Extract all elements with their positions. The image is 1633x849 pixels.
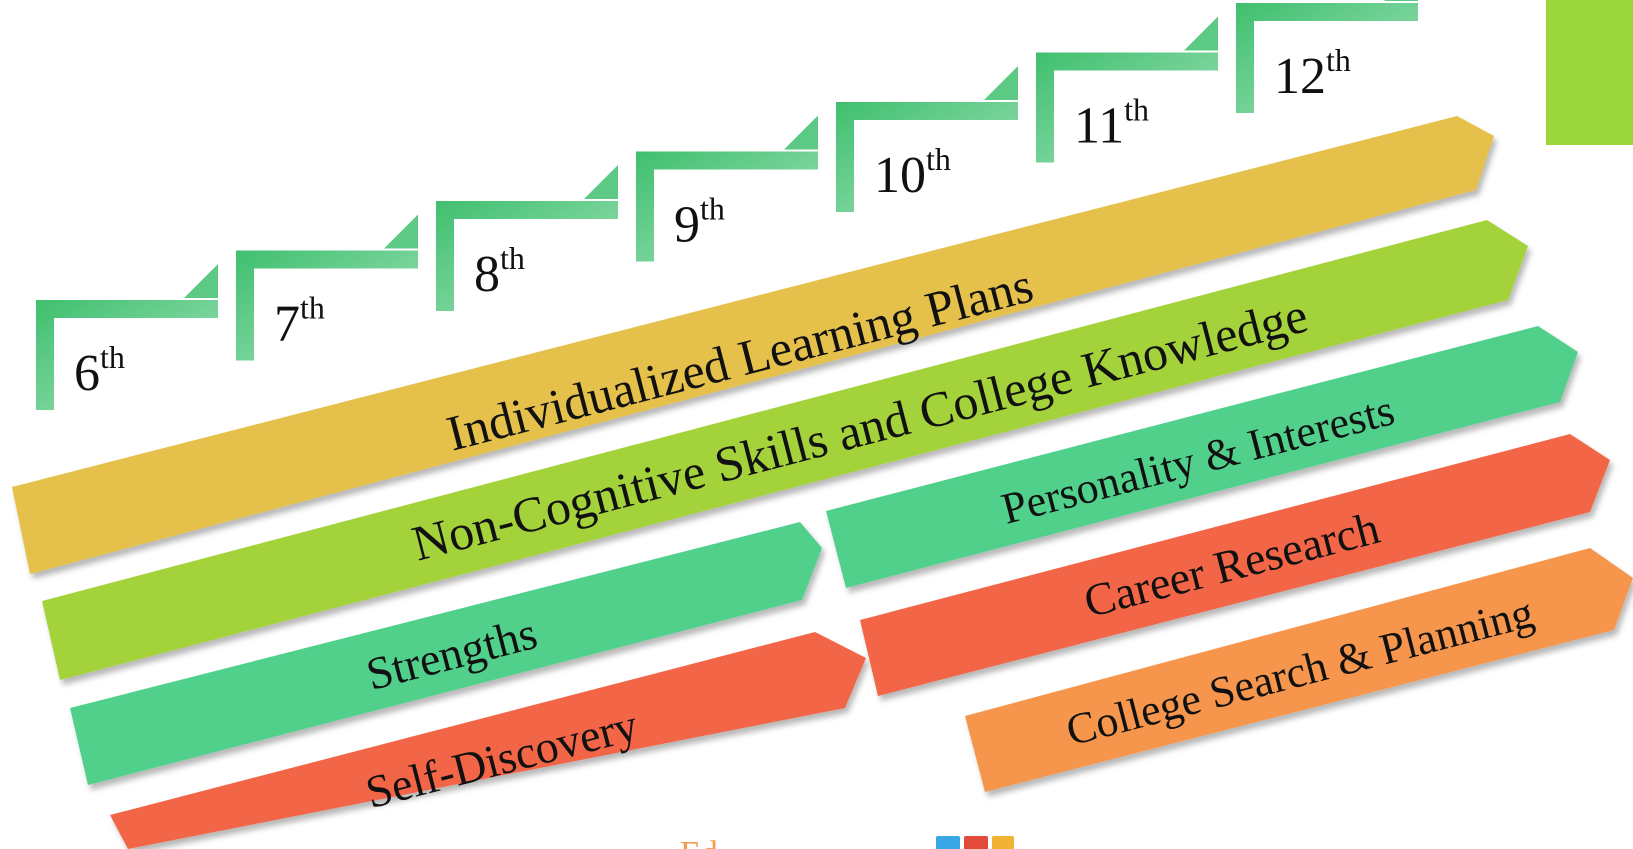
step-bracket (236, 250, 418, 361)
step-arrow-tip (1384, 0, 1418, 1)
twitter-icon[interactable] (936, 836, 960, 849)
step-bracket (436, 201, 618, 311)
grade-label: 11th (1074, 92, 1149, 155)
step-arrow-tip (584, 165, 618, 199)
step-bracket (36, 300, 218, 410)
footer-branding: Ed (680, 835, 1014, 849)
step-bracket (636, 151, 818, 262)
grade-label: 12th (1274, 42, 1351, 105)
grade-step-12: 12th (1236, 0, 1418, 113)
grade-step-6: 6th (36, 264, 218, 410)
step-arrow-tip (1184, 16, 1218, 51)
grade-step-10: 10th (836, 66, 1018, 212)
step-arrow-tip (784, 115, 818, 150)
grade-label: 8th (474, 240, 525, 303)
grade-label: 7th (274, 290, 325, 353)
grade-step-7: 7th (236, 214, 418, 361)
step-arrow-tip (184, 264, 218, 298)
step-arrow-tip (984, 66, 1018, 100)
phase-bands: Individualized Learning Plans Non-Cognit… (12, 116, 1633, 849)
grade-step-9: 9th (636, 115, 818, 262)
step-bracket (1236, 3, 1418, 113)
grade-step-11: 11th (1036, 16, 1218, 163)
step-bracket (836, 102, 1018, 212)
pencil-icon[interactable] (992, 836, 1014, 849)
grade-steps: 6th 7th 8th 9th 10th 11th 12th (36, 0, 1418, 410)
grade-label: 10th (874, 141, 951, 204)
footer-text: Ed (680, 835, 718, 849)
corner-accent-block (1546, 0, 1633, 145)
step-arrow-tip (384, 214, 418, 249)
grade-label: 6th (74, 339, 125, 402)
grade-step-8: 8th (436, 165, 618, 311)
step-bracket (1036, 52, 1218, 163)
grade-label: 9th (674, 191, 725, 254)
google-plus-icon[interactable] (964, 836, 988, 849)
